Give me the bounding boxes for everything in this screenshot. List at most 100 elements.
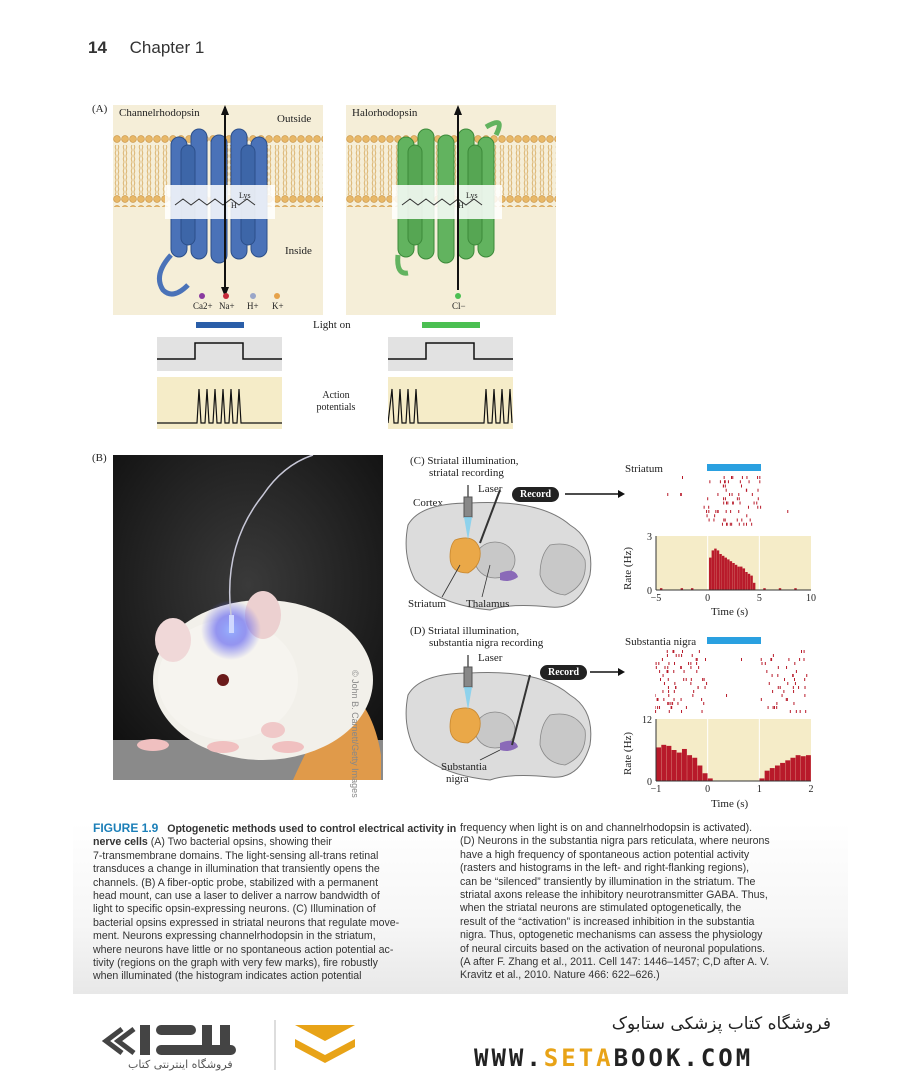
- histogram-bar: [764, 770, 770, 781]
- panel-d-raster: [655, 650, 808, 713]
- histogram-bar: [790, 757, 796, 781]
- histogram-bar: [759, 778, 765, 781]
- y-tick-label: 12: [642, 715, 652, 726]
- outside-label: Outside: [277, 113, 312, 125]
- caption-line: have a high frequency of spontaneous act…: [460, 848, 750, 861]
- panel-c-cortex: Cortex: [413, 497, 443, 509]
- panel-d-light-bar: [707, 637, 761, 644]
- panel-d-sn-1: Substantia: [441, 761, 487, 773]
- histogram-bar: [805, 755, 811, 781]
- panel-b-letter: (B): [92, 452, 107, 464]
- histogram-bar: [692, 757, 698, 781]
- histogram-bar: [709, 557, 712, 590]
- histogram-bar: [729, 561, 733, 590]
- x-tick-label: 5: [757, 593, 762, 604]
- plot-area: [656, 719, 811, 781]
- histogram-bar: [785, 760, 791, 781]
- y-tick-label: 0: [647, 586, 652, 597]
- url-prefix: WWW.: [474, 1044, 544, 1072]
- panel-c-xlabel: Time (s): [711, 606, 749, 618]
- action-potentials-label: Action potentials: [316, 390, 356, 413]
- caption-line: result of the “activation” is increased …: [460, 915, 755, 928]
- light-trace-left: [157, 337, 282, 371]
- histogram-bar: [732, 563, 735, 590]
- caption-line: can be “silenced” transiently by illumin…: [460, 875, 756, 888]
- ion-na: Na+: [219, 301, 235, 311]
- x-tick-label: 1: [757, 784, 762, 795]
- figure-caption: FIGURE 1.9 Optogenetic methods used to c…: [73, 821, 848, 994]
- histogram-bar: [661, 744, 667, 781]
- x-tick-label: −1: [651, 784, 662, 795]
- caption-line: Kravitz et al., 2010. Nature 466: 622–62…: [460, 969, 660, 982]
- histogram-bar: [680, 588, 684, 590]
- halorhodopsin-title: Halorhodopsin: [352, 107, 418, 119]
- caption-line: bacterial opsins expressed in striatal n…: [93, 916, 400, 929]
- panel-c-title-2: striatal recording: [429, 467, 504, 479]
- histogram-bar: [752, 582, 756, 590]
- histogram-bar: [745, 572, 748, 590]
- caption-line: (D) Neurons in the substantia nigra pars…: [460, 835, 770, 848]
- figure-title: Optogenetic methods used to control elec…: [93, 823, 457, 849]
- lys-label: Lys: [239, 191, 251, 200]
- ion-ca: Ca2+: [193, 301, 213, 311]
- caption-line: (A after F. Zhang et al., 2011. Cell 147…: [460, 956, 770, 969]
- histogram-bar: [687, 755, 693, 781]
- histogram-bar: [659, 588, 663, 590]
- panel-d-brain: [405, 655, 625, 781]
- histogram-bar: [676, 752, 682, 781]
- x-tick-label: 0: [705, 593, 710, 604]
- histogram-bar: [690, 588, 694, 590]
- x-tick-label: 2: [809, 784, 814, 795]
- caption-line: head mount, can use a laser to deliver a…: [93, 890, 380, 903]
- panel-c-laser: Laser: [478, 483, 503, 495]
- caption-line: frequency when light is on and channelrh…: [460, 822, 753, 834]
- histogram-bar: [711, 550, 715, 590]
- light-bar-blue: [196, 322, 244, 328]
- histogram-bar: [769, 768, 775, 781]
- light-trace-right: [388, 337, 513, 371]
- panel-d-title-1: (D) Striatal illumination,: [410, 625, 520, 637]
- channelrhodopsin-title: Channelrhodopsin: [119, 107, 200, 119]
- light-on-label: Light on: [313, 319, 351, 331]
- url-highlight: SETA: [543, 1044, 614, 1072]
- h-label: H: [231, 201, 237, 210]
- panel-c-ylabel: Rate (Hz): [622, 546, 634, 590]
- ion-k: K+: [272, 301, 284, 311]
- histogram-bar: [734, 564, 738, 590]
- histogram-bar: [671, 750, 677, 781]
- caption-left-first-line: (A) Two bacterial opsins, showing their: [150, 836, 332, 849]
- x-tick-label: −5: [651, 593, 662, 604]
- url-suffix: BOOK.COM: [613, 1044, 754, 1072]
- histogram-bar: [780, 762, 786, 781]
- caption-line: transduces a change in illumination that…: [93, 863, 380, 876]
- x-tick-label: 0: [705, 784, 710, 795]
- caption-line: 7-transmembrane domains. The light-sensi…: [93, 849, 379, 862]
- histogram-bar: [750, 575, 753, 590]
- caption-line: where neurons have little or no spontane…: [93, 943, 394, 956]
- histogram-bar: [697, 765, 703, 781]
- figure-number: FIGURE 1.9: [93, 821, 159, 835]
- caption-line: of neural circuits based on the activati…: [460, 942, 766, 955]
- caption-line: nigra. Thus, optogenetic mechanisms can …: [460, 929, 763, 942]
- histogram-bar: [737, 566, 740, 590]
- histogram-bar: [681, 748, 687, 781]
- panel-c-raster: [667, 476, 789, 526]
- h-label-2: H: [458, 201, 464, 210]
- light-bar-green: [422, 322, 480, 328]
- histogram-bar: [724, 557, 727, 590]
- histogram-bar: [721, 555, 725, 590]
- panel-d-raster-label: Substantia nigra: [625, 636, 697, 648]
- store-url: WWW.SETABOOK.COM: [474, 1044, 753, 1072]
- caption-line: ment. Neurons expressing channelrhodopsi…: [93, 930, 376, 943]
- ap-trace-right: [388, 377, 513, 429]
- channelrhodopsin-illustration: Channelrhodopsin Outside Inside Lys H Ca…: [113, 105, 323, 315]
- chapter-label: Chapter 1: [129, 38, 205, 57]
- histogram-bar: [740, 566, 743, 590]
- panel-d-ylabel: Rate (Hz): [622, 731, 634, 775]
- histogram-bar: [666, 745, 672, 781]
- setabook-logo: [100, 1015, 380, 1077]
- histogram-bar: [794, 588, 797, 590]
- panel-c-brain: [405, 485, 625, 611]
- caption-left-column: FIGURE 1.9 Optogenetic methods used to c…: [93, 821, 463, 984]
- page-number: 14: [88, 38, 107, 57]
